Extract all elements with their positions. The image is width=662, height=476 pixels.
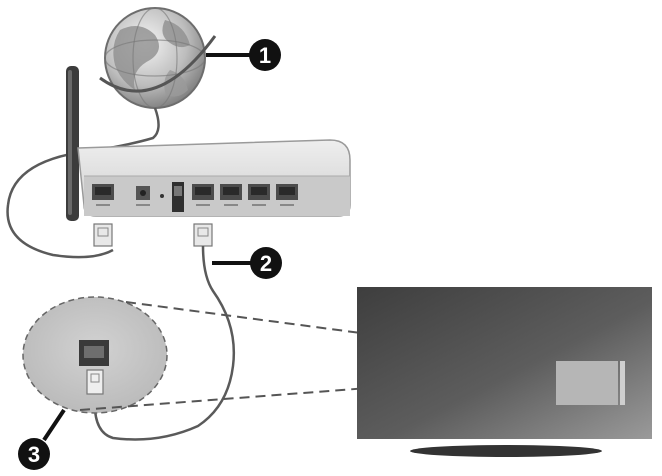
callout-2-label: 2	[260, 251, 272, 276]
lan-port-icon	[79, 340, 109, 366]
callout-3-leader	[42, 408, 66, 442]
callout-3: 3	[18, 438, 50, 470]
tv-stand	[410, 445, 602, 457]
callout-3-label: 3	[28, 442, 40, 467]
router-icon	[77, 139, 351, 217]
ethernet-plug-icon	[93, 223, 113, 247]
callout-2: 2	[250, 247, 282, 279]
wan-cable	[6, 107, 160, 259]
ethernet-plug-icon	[193, 223, 213, 247]
tv-lan-port-detail	[22, 296, 168, 414]
tv-icon	[357, 287, 652, 457]
ethernet-plug-icon	[86, 369, 104, 395]
callout-1-label: 1	[259, 43, 271, 68]
tv-port-panel	[556, 361, 618, 405]
router-reset-button	[160, 194, 164, 198]
callout-1: 1	[249, 39, 281, 71]
ethernet-cable	[93, 245, 236, 441]
antenna-icon	[66, 66, 79, 221]
globe-icon	[99, 7, 217, 109]
